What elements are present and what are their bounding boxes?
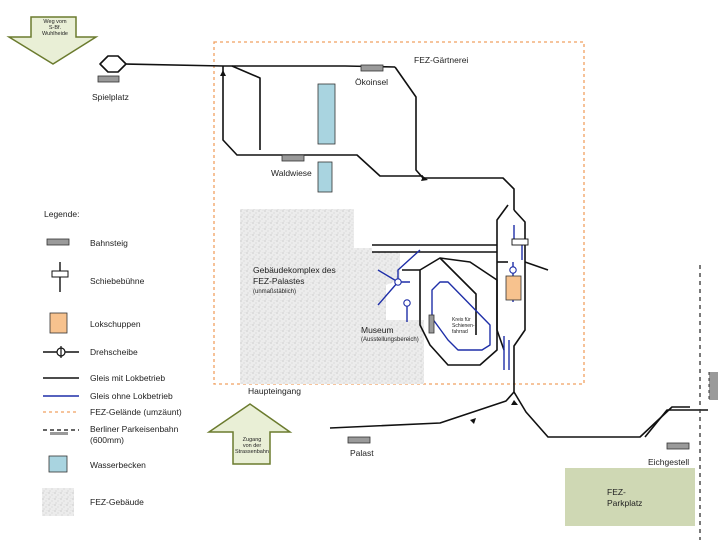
palast-building bbox=[240, 209, 424, 384]
kreis-line: fahrrad bbox=[452, 329, 468, 335]
legend-item-traverser: Schiebebühne bbox=[90, 276, 145, 286]
legend bbox=[42, 238, 79, 516]
kreis-line: Kreis für bbox=[452, 317, 471, 323]
kreis-line: Schienen- bbox=[452, 323, 475, 329]
legend-item-turntable: Drehscheibe bbox=[90, 347, 138, 357]
legend-item-building: FEZ-Gebäude bbox=[90, 497, 144, 507]
arrow-north-line: S-Bf. bbox=[48, 25, 62, 31]
arrow-south-text: Zugang von der Strassenbahn bbox=[234, 437, 270, 455]
map-traverser bbox=[511, 238, 529, 246]
arrow-north-line: Wuhlheide bbox=[42, 31, 68, 37]
arrow-south-line: Zugang bbox=[242, 437, 262, 443]
legend-platform-swatch bbox=[46, 238, 70, 246]
palast-complex-line: Gebäudekomplex des bbox=[253, 265, 336, 275]
legend-item-shed: Lokschuppen bbox=[90, 319, 141, 329]
arrow-south bbox=[206, 403, 293, 465]
map-loco-shed bbox=[505, 275, 522, 301]
area-parkplatz-label: FEZ- Parkplatz bbox=[607, 487, 642, 509]
station-eichgestell-label: Eichgestell bbox=[648, 457, 690, 467]
palast-complex-line: FEZ-Palastes bbox=[253, 276, 305, 286]
area-palast-complex-label: Gebäudekomplex des FEZ-Palastes bbox=[253, 265, 336, 287]
arrow-north-text: Weg vom S-Bf. Wuhlheide bbox=[36, 19, 74, 37]
area-museum-label: Museum bbox=[361, 325, 394, 335]
legend-turntable-swatch bbox=[43, 346, 79, 358]
water-basin-2 bbox=[317, 161, 333, 193]
arrow-south-line: Strassenbahn bbox=[235, 449, 269, 455]
area-museum-note: (Ausstellungsbereich) bbox=[361, 337, 419, 343]
map-turntables bbox=[394, 266, 517, 307]
legend-item-park-railway: Berliner Parkeisenbahn (600mm) bbox=[90, 424, 179, 445]
legend-item-track-no-loco: Gleis ohne Lokbetrieb bbox=[90, 391, 173, 401]
water-basin-1 bbox=[317, 83, 336, 145]
legend-item-water: Wasserbecken bbox=[90, 460, 146, 470]
legend-item-platform: Bahnsteig bbox=[90, 238, 128, 248]
station-palast-label: Palast bbox=[350, 448, 374, 458]
area-palast-complex-note: (unmaßstäblich) bbox=[253, 289, 297, 295]
legend-item-boundary: FEZ-Gelände (umzäunt) bbox=[90, 407, 182, 417]
parking-area bbox=[565, 468, 695, 526]
tracks-main bbox=[99, 55, 708, 438]
park-railway-station bbox=[709, 372, 718, 400]
arrow-south-line: von der bbox=[242, 443, 262, 449]
legend-title: Legende: bbox=[44, 209, 80, 219]
tracks-no-loco bbox=[377, 225, 523, 370]
station-oekoinsel-label: Ökoinsel bbox=[355, 77, 389, 87]
parkplatz-line: FEZ- bbox=[607, 487, 626, 497]
arrow-north bbox=[6, 16, 99, 65]
parkplatz-line: Parkplatz bbox=[607, 498, 643, 508]
legend-item-track: Gleis mit Lokbetrieb bbox=[90, 373, 166, 383]
arrow-north-line: Weg vom bbox=[43, 19, 67, 25]
area-gaertnerei-label: FEZ-Gärtnerei bbox=[414, 55, 469, 65]
station-spielplatz-label: Spielplatz bbox=[92, 92, 129, 102]
legend-water-swatch bbox=[48, 455, 68, 473]
area-haupteingang-label: Haupteingang bbox=[248, 386, 301, 396]
platforms bbox=[97, 64, 690, 450]
area-kreis-label: Kreis für Schienen- fahrrad bbox=[452, 317, 475, 335]
station-waldwiese-label: Waldwiese bbox=[271, 168, 312, 178]
legend-traverser-swatch bbox=[51, 262, 69, 292]
legend-building-swatch bbox=[42, 488, 74, 516]
legend-shed-swatch bbox=[49, 312, 68, 334]
legend-park-railway-swatch bbox=[43, 429, 79, 435]
switch-markers bbox=[220, 70, 518, 424]
